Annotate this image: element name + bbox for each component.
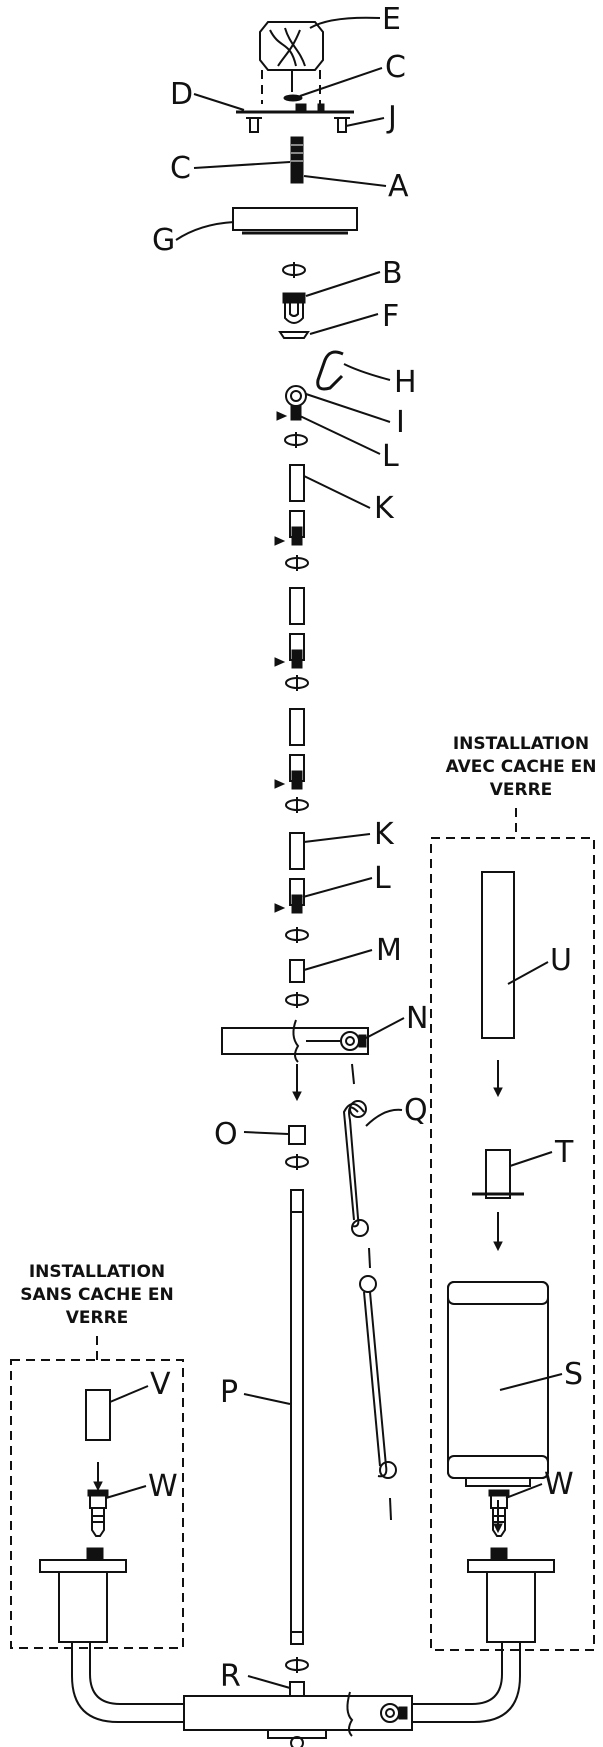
- arrow-marker: [274, 903, 286, 913]
- junction-box-E: [259, 21, 324, 104]
- arrow-head: [292, 1091, 302, 1102]
- arrow-head: [493, 1523, 503, 1534]
- label-O: O: [214, 1117, 238, 1152]
- right-arm: [412, 1640, 521, 1723]
- label-I: I: [396, 405, 405, 440]
- ring-symbol: [285, 992, 309, 1008]
- label-N: N: [406, 1001, 428, 1036]
- s-hook-chain-Q-upper: [342, 1100, 369, 1237]
- label-D: D: [170, 77, 193, 112]
- label-E: E: [382, 2, 401, 37]
- leader-lines: [105, 16, 563, 1689]
- arrow-marker: [274, 536, 286, 546]
- label-K-upper: K: [374, 491, 395, 526]
- label-A: A: [388, 169, 409, 204]
- ring-symbol: [285, 797, 309, 813]
- label-T: T: [554, 1135, 574, 1170]
- wire-nut-C-top: [283, 94, 303, 102]
- eye-loop-I: [285, 385, 307, 421]
- label-H: H: [394, 365, 417, 400]
- label-V: V: [150, 1367, 171, 1402]
- installation-without-glass-line3: VERRE: [66, 1308, 129, 1328]
- installation-with-glass-line2: AVEC CACHE EN: [446, 757, 597, 777]
- arrow-marker: [274, 657, 286, 667]
- label-K-lower: K: [374, 817, 395, 852]
- label-G: G: [152, 223, 175, 258]
- bulb-socket-W-left: [87, 1489, 109, 1537]
- label-M: M: [376, 933, 402, 968]
- label-F: F: [382, 299, 399, 334]
- dash-link-N-Q: [351, 1063, 355, 1085]
- left-arm: [71, 1640, 184, 1723]
- label-W-right: W: [544, 1467, 574, 1502]
- label-W-left: W: [148, 1469, 178, 1504]
- socket-cup-left: [39, 1547, 127, 1643]
- label-C-upper: C: [385, 50, 406, 85]
- arrow-head: [93, 1481, 103, 1492]
- ring-symbol: [285, 1154, 309, 1170]
- threaded-nipple-A: [290, 136, 304, 184]
- label-S: S: [564, 1357, 583, 1392]
- canopy-G: [232, 207, 358, 235]
- stem-section-K-1: [289, 464, 305, 546]
- arrow-head: [493, 1087, 503, 1098]
- installation-with-glass-line3: VERRE: [490, 780, 553, 800]
- installation-without-glass-line1: INSTALLATION: [29, 1262, 165, 1282]
- ring-symbol: [285, 1657, 309, 1673]
- bulb-V: [85, 1389, 111, 1441]
- threaded-pipe-P: [290, 1189, 304, 1645]
- label-Q: Q: [404, 1093, 428, 1128]
- installation-with-glass-line1: INSTALLATION: [453, 734, 589, 754]
- nut-O: [288, 1125, 306, 1145]
- label-P: P: [220, 1375, 238, 1410]
- label-R: R: [220, 1659, 241, 1694]
- arrow-marker: [274, 779, 286, 789]
- label-B: B: [382, 256, 403, 291]
- stem-section-K-2: [289, 587, 305, 669]
- coupling-M: [289, 959, 305, 983]
- screws-J: [246, 117, 350, 133]
- stem-section-K-4: [289, 832, 305, 914]
- ring-symbol: [282, 262, 306, 278]
- label-L-lower: L: [374, 861, 391, 896]
- label-C-lower: C: [170, 151, 191, 186]
- cross-bar-N: [221, 1019, 369, 1063]
- dash-link-Q-R: [389, 1497, 392, 1521]
- label-J: J: [386, 100, 397, 135]
- socket-cup-right: [467, 1547, 555, 1643]
- arrow-marker: [276, 411, 288, 421]
- ring-symbol: [285, 927, 309, 943]
- s-hook-chain-Q-lower: [359, 1275, 397, 1479]
- installation-without-glass-line2: SANS CACHE EN: [20, 1285, 174, 1305]
- washer-F: [278, 331, 310, 339]
- part-labels: E C D J C A G B F H I L K K L M N O Q U …: [148, 2, 583, 1694]
- ring-symbol: [285, 555, 309, 571]
- ceiling-loop-B: [282, 292, 306, 324]
- arrow-head: [493, 1241, 503, 1252]
- glass-shade-U: [481, 871, 515, 1039]
- label-U: U: [550, 943, 572, 978]
- glass-holder-T: [472, 1149, 524, 1199]
- mounting-plate-D: [236, 103, 354, 114]
- fixture-body-R: [183, 1681, 413, 1747]
- stem-section-K-3: [289, 708, 305, 790]
- glass-cylinder-S: [447, 1281, 549, 1487]
- ring-symbol: [284, 432, 308, 448]
- ring-symbol: [285, 675, 309, 691]
- s-hook-H: [316, 350, 344, 391]
- dash-link-Q: [368, 1247, 371, 1269]
- installation-without-glass-box: INSTALLATION SANS CACHE EN VERRE: [10, 1262, 184, 1649]
- label-L-upper: L: [382, 439, 399, 474]
- installation-with-glass-box: INSTALLATION AVEC CACHE EN VERRE: [430, 734, 597, 1651]
